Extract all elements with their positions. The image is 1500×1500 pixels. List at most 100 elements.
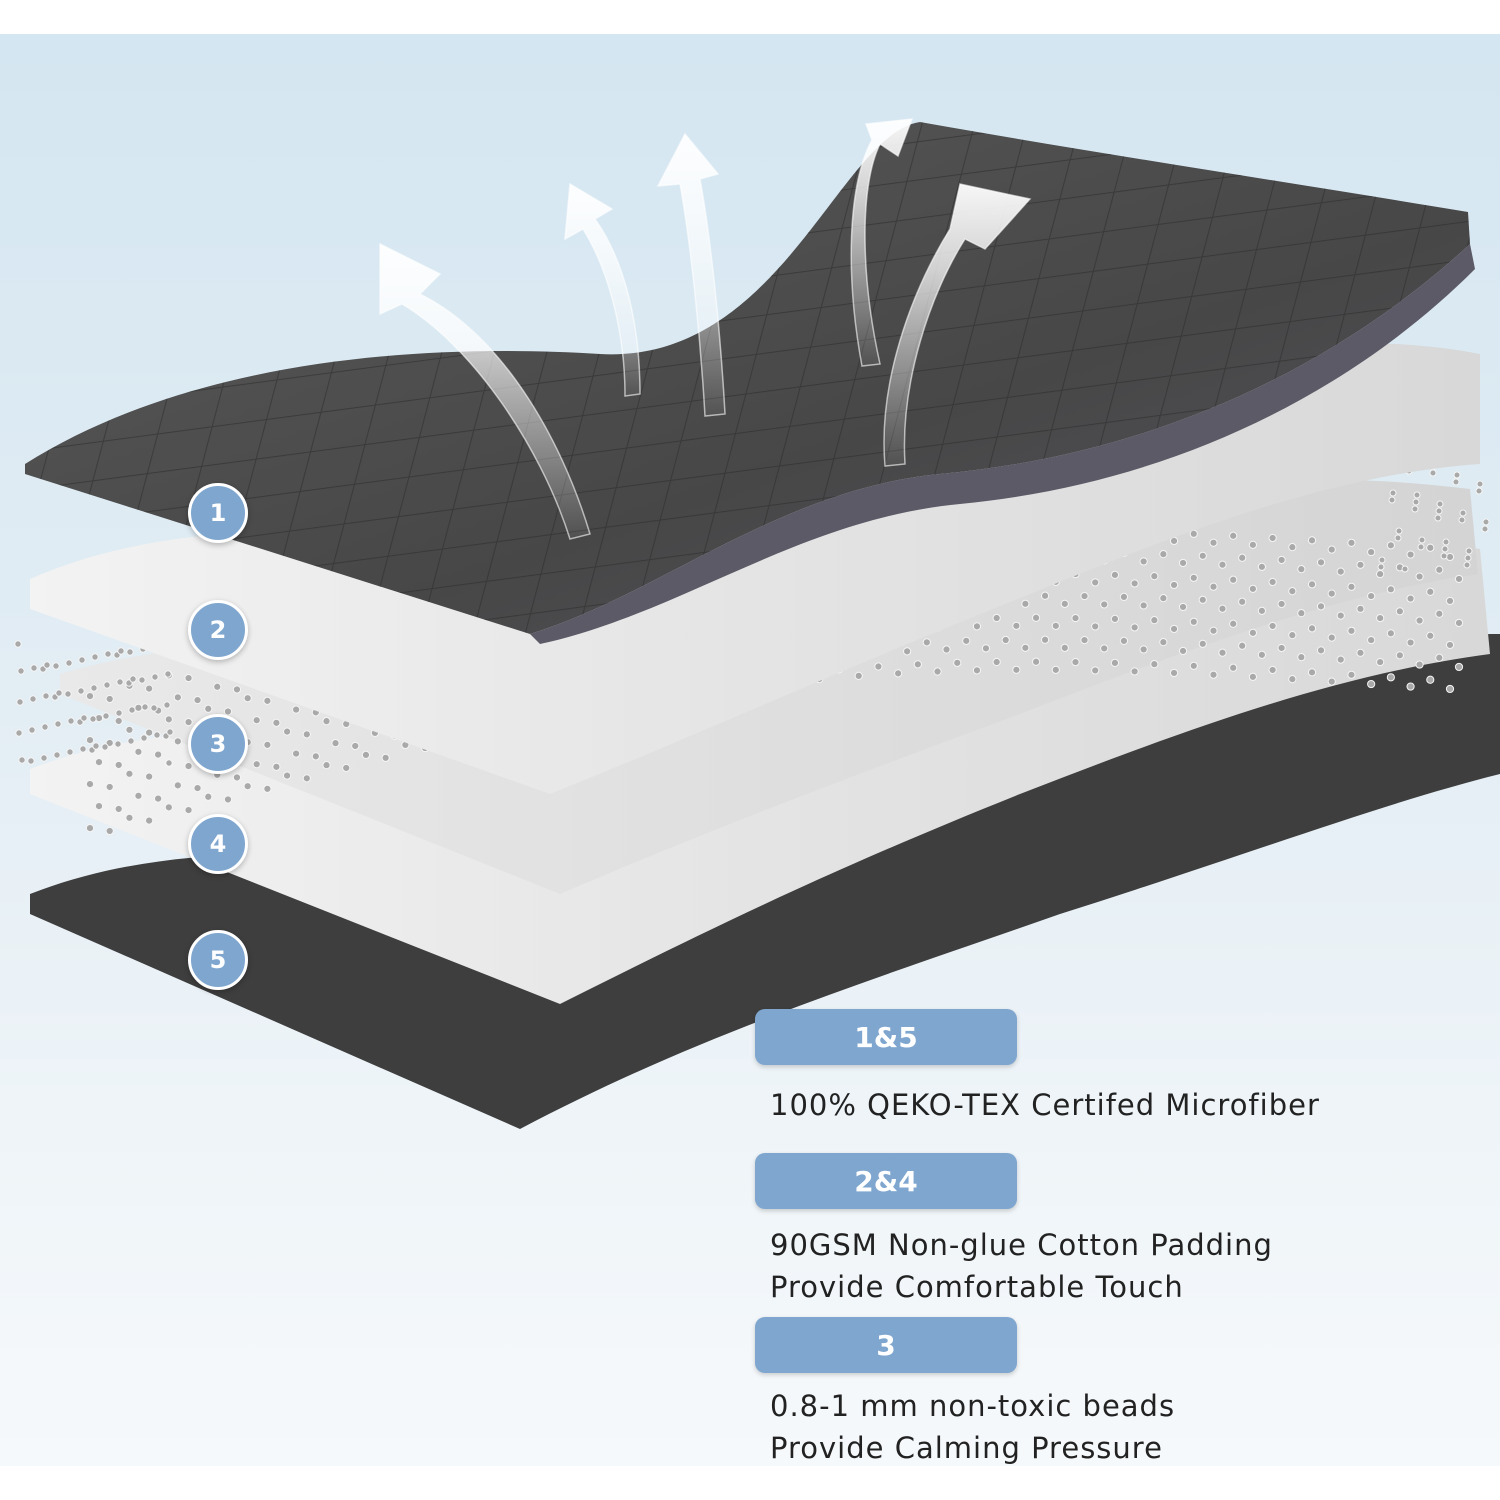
bead-dot [381, 753, 390, 762]
bead-dot [232, 773, 242, 782]
bead-dot [894, 669, 903, 678]
bead-dot [1418, 536, 1426, 544]
bead-dot [1001, 635, 1010, 645]
bead-dot [77, 687, 85, 695]
bead-dot [193, 695, 202, 705]
bead-dot [53, 751, 61, 759]
bead-dot [140, 734, 148, 742]
bead-dot [1159, 594, 1168, 603]
bead-dot [972, 622, 982, 631]
bead-dot [992, 657, 1001, 667]
bead-dot [223, 795, 233, 804]
bead-dot [1051, 621, 1060, 630]
airflow-arrow-icon [379, 242, 591, 540]
bead-dot [1238, 553, 1247, 562]
bead-dot [1060, 599, 1069, 608]
bead-dot [322, 717, 331, 726]
bead-dot [103, 681, 111, 689]
bead-dot [342, 763, 351, 773]
bead-dot [1257, 606, 1266, 615]
bead-dot [1459, 509, 1467, 517]
bead-dot [922, 638, 931, 647]
bead-dot [1277, 555, 1286, 565]
bead-dot [1189, 573, 1198, 582]
spec-tag-cotton: 2&4 [755, 1153, 1017, 1209]
bead-dot [78, 656, 86, 664]
bead-dot [1441, 545, 1449, 553]
bead-dot [1229, 531, 1238, 540]
bead-dot [263, 784, 272, 793]
bead-dot [65, 659, 73, 667]
bead-dot [18, 756, 26, 764]
bead-dot [67, 717, 75, 725]
bead-dot [1119, 592, 1129, 601]
bead-dot [1464, 554, 1472, 562]
bead-dot [1248, 584, 1257, 593]
bead-dot [1367, 547, 1376, 557]
product-illustration: 1 2 3 4 5 1&5 100% QEKO-TEX Certifed Mic… [0, 34, 1500, 1466]
bead-dot [104, 650, 112, 658]
bead-dot [1476, 480, 1484, 488]
bead-dot [150, 704, 158, 712]
bead-dot [105, 782, 114, 792]
bead-dot [85, 779, 95, 789]
bead-dot [14, 640, 22, 648]
bead-dot [1268, 621, 1277, 631]
bead-dot [114, 804, 123, 814]
bead-dot [1376, 613, 1385, 623]
bead-dot [283, 771, 292, 780]
bead-dot [1465, 547, 1473, 555]
bead-dot [184, 761, 193, 771]
bead-dot [1415, 572, 1424, 581]
bead-dot [243, 782, 252, 791]
bead-dot [52, 662, 60, 670]
bead-dot [232, 685, 242, 694]
bead-dot [1386, 541, 1395, 550]
bead-dot [1198, 595, 1207, 604]
bead-dot [874, 662, 883, 671]
bead-dot [1401, 565, 1409, 573]
bead-dot [134, 791, 143, 800]
bead-dot [173, 693, 182, 702]
bead-dot [1454, 574, 1464, 584]
bead-dot [903, 647, 912, 656]
bead-dot [302, 774, 311, 783]
bead-dot [1336, 567, 1345, 576]
bead-dot [942, 645, 951, 654]
bead-dot [1288, 631, 1297, 640]
bead-dot [1268, 665, 1277, 675]
bead-dot [79, 745, 87, 753]
bead-dot [1412, 498, 1420, 506]
bead-dot [166, 728, 174, 736]
bead-dot [1395, 651, 1404, 660]
airflow-arrow-icon [656, 132, 726, 417]
bead-dot [1454, 662, 1464, 672]
bead-dot [1150, 572, 1159, 581]
bead-dot [85, 691, 95, 701]
bead-dot [292, 705, 301, 714]
bead-dot [29, 695, 37, 703]
bead-dot [322, 761, 331, 770]
bead-dot [1406, 594, 1415, 603]
bead-dot [1091, 666, 1100, 675]
bead-dot [1091, 622, 1100, 631]
bead-dot [331, 739, 340, 748]
bead-dot [272, 718, 281, 727]
bead-dot [854, 671, 863, 680]
bead-dot [1268, 577, 1277, 587]
bead-dot [30, 664, 38, 672]
bead-dot [92, 742, 100, 750]
bead-dot [1388, 496, 1396, 504]
bead-dot [1327, 545, 1336, 554]
bead-dot [1178, 558, 1188, 568]
bead-dot [105, 826, 114, 836]
bead-dot [138, 676, 146, 684]
bead-dot [1316, 558, 1326, 567]
bead-dot [114, 740, 122, 748]
bead-dot [125, 769, 134, 778]
bead-dot [213, 682, 222, 691]
bead-dot [1229, 663, 1238, 672]
bead-dot [117, 647, 125, 655]
bead-dot [1426, 675, 1435, 684]
bead-dot [1229, 575, 1238, 584]
